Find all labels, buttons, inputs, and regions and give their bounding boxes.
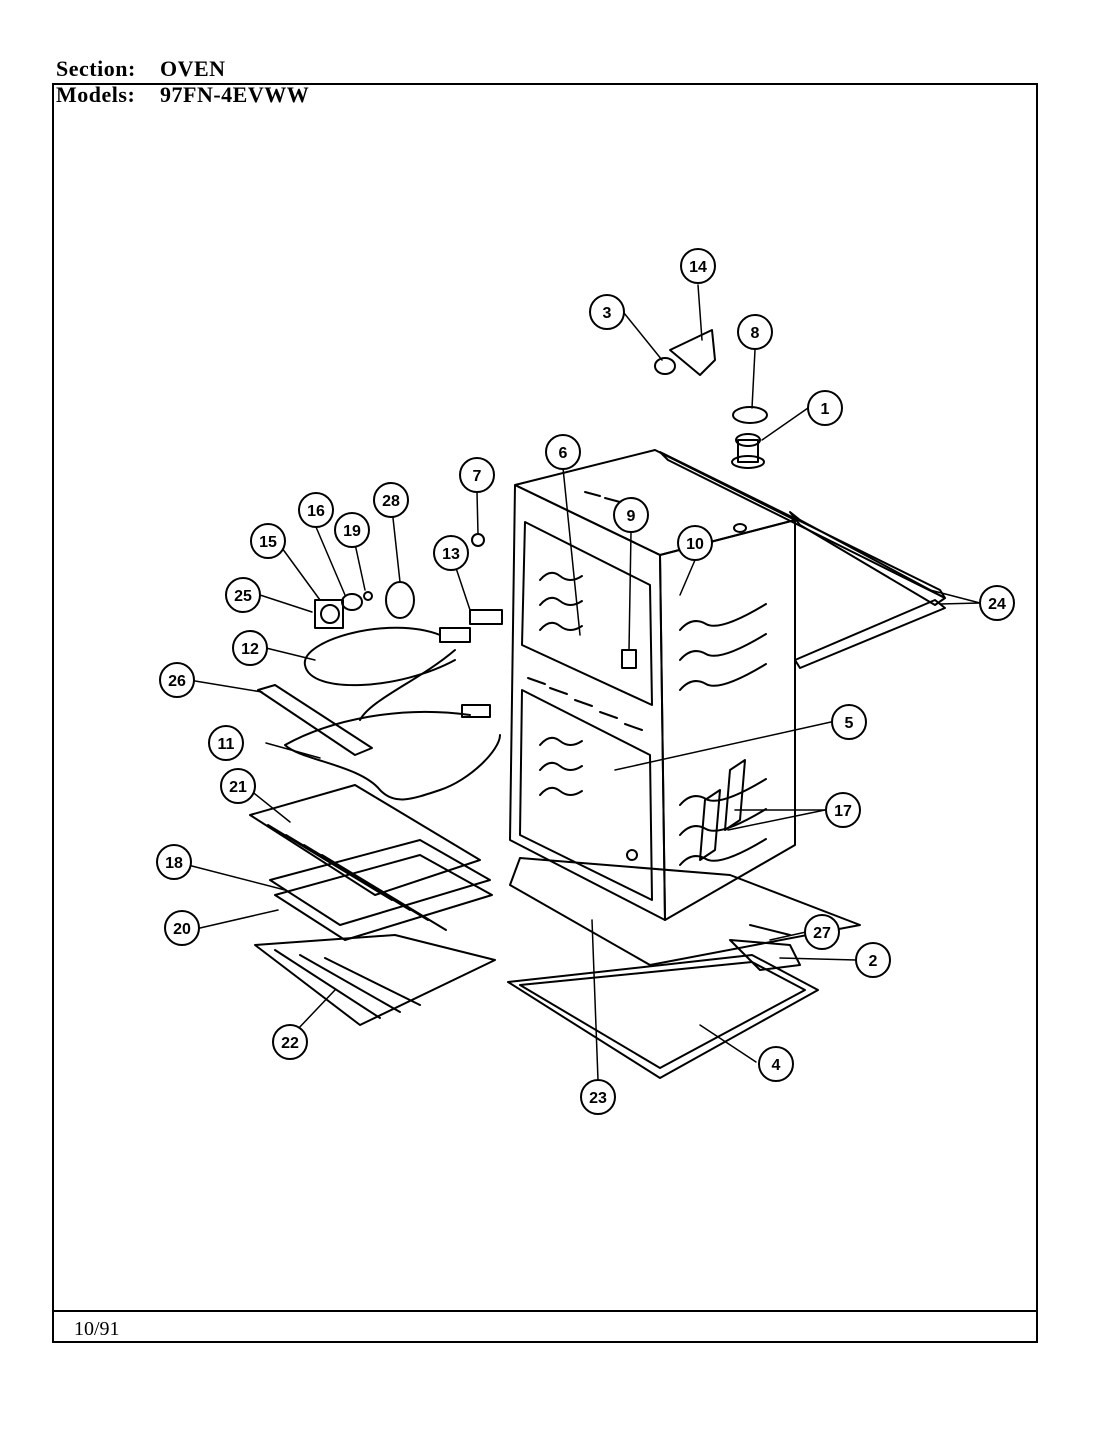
- callout-27: 27: [804, 914, 840, 950]
- callout-16: 16: [298, 492, 334, 528]
- callout-21: 21: [220, 768, 256, 804]
- footer-divider: [52, 1310, 1038, 1312]
- part-7: [471, 533, 485, 547]
- callout-25: 25: [225, 577, 261, 613]
- vent-parts: [654, 329, 768, 469]
- callout-5: 5: [831, 704, 867, 740]
- oven-racks: [249, 784, 496, 1026]
- callout-6: 6: [545, 434, 581, 470]
- callout-20: 20: [164, 910, 200, 946]
- callout-4-label: 4: [772, 1057, 781, 1074]
- callout-15: 15: [250, 523, 286, 559]
- callout-26-label: 26: [168, 673, 186, 690]
- callout-23-label: 23: [589, 1090, 607, 1107]
- callout-13: 13: [433, 535, 469, 571]
- light-assembly: [314, 591, 373, 629]
- callout-6-label: 6: [559, 445, 568, 462]
- callout-15-label: 15: [259, 534, 277, 551]
- callout-12: 12: [232, 630, 268, 666]
- callout-28: 28: [373, 482, 409, 518]
- callouts: 1 2 3 4 5 6 7 8 9 10 11 12 13 14 15 16 1…: [156, 248, 1015, 1115]
- callout-3-label: 3: [603, 305, 612, 322]
- callout-13-label: 13: [442, 546, 460, 563]
- oven-cabinet: [509, 449, 796, 921]
- bottom-panel: [509, 857, 861, 966]
- callout-4: 4: [758, 1046, 794, 1082]
- callout-20-label: 20: [173, 921, 191, 938]
- callout-2-label: 2: [869, 953, 878, 970]
- callout-8: 8: [737, 314, 773, 350]
- callout-25-label: 25: [234, 588, 252, 605]
- callout-7-label: 7: [473, 468, 482, 485]
- callout-19: 19: [334, 512, 370, 548]
- callout-18-label: 18: [165, 855, 183, 872]
- callout-2: 2: [855, 942, 891, 978]
- part-17: [699, 759, 746, 861]
- callout-17: 17: [825, 792, 861, 828]
- callout-7: 7: [459, 457, 495, 493]
- side-shields: [659, 451, 946, 669]
- callout-10-label: 10: [686, 536, 704, 553]
- section-label: Section:: [56, 56, 136, 81]
- bottom-tray: [507, 954, 819, 1079]
- callout-19-label: 19: [343, 523, 361, 540]
- section-value: OVEN: [160, 56, 226, 81]
- callout-24: 24: [979, 585, 1015, 621]
- callout-1: 1: [807, 390, 843, 426]
- diagram-frame: [52, 83, 1038, 1343]
- callout-22-label: 22: [281, 1035, 299, 1052]
- callout-9-label: 9: [627, 508, 636, 525]
- callout-5-label: 5: [845, 715, 854, 732]
- footer-date: 10/91: [74, 1318, 120, 1340]
- callout-23: 23: [580, 1079, 616, 1115]
- models-value: 97FN-4EVWW: [160, 82, 310, 107]
- callout-10: 10: [677, 525, 713, 561]
- callout-26: 26: [159, 662, 195, 698]
- callout-16-label: 16: [307, 503, 325, 520]
- models-label: Models:: [56, 82, 136, 107]
- heating-elements: [284, 626, 501, 801]
- callout-14-label: 14: [689, 259, 707, 276]
- callout-9: 9: [613, 497, 649, 533]
- callout-8-label: 8: [751, 325, 760, 342]
- leader-lines: [187, 284, 981, 1081]
- part-13: [469, 609, 503, 625]
- callout-1-label: 1: [821, 401, 830, 418]
- callout-12-label: 12: [241, 641, 259, 658]
- callout-11: 11: [208, 725, 244, 761]
- callout-24-label: 24: [988, 596, 1006, 613]
- callout-21-label: 21: [229, 779, 247, 796]
- element-bracket: [257, 684, 373, 756]
- callout-3: 3: [589, 294, 625, 330]
- callout-27-label: 27: [813, 925, 831, 942]
- callout-17-label: 17: [834, 803, 852, 820]
- gasket: [385, 581, 415, 619]
- callout-22: 22: [272, 1024, 308, 1060]
- callout-11-label: 11: [218, 736, 235, 753]
- callout-28-label: 28: [382, 493, 400, 510]
- bracket: [729, 924, 801, 971]
- callout-18: 18: [156, 844, 192, 880]
- callout-14: 14: [680, 248, 716, 284]
